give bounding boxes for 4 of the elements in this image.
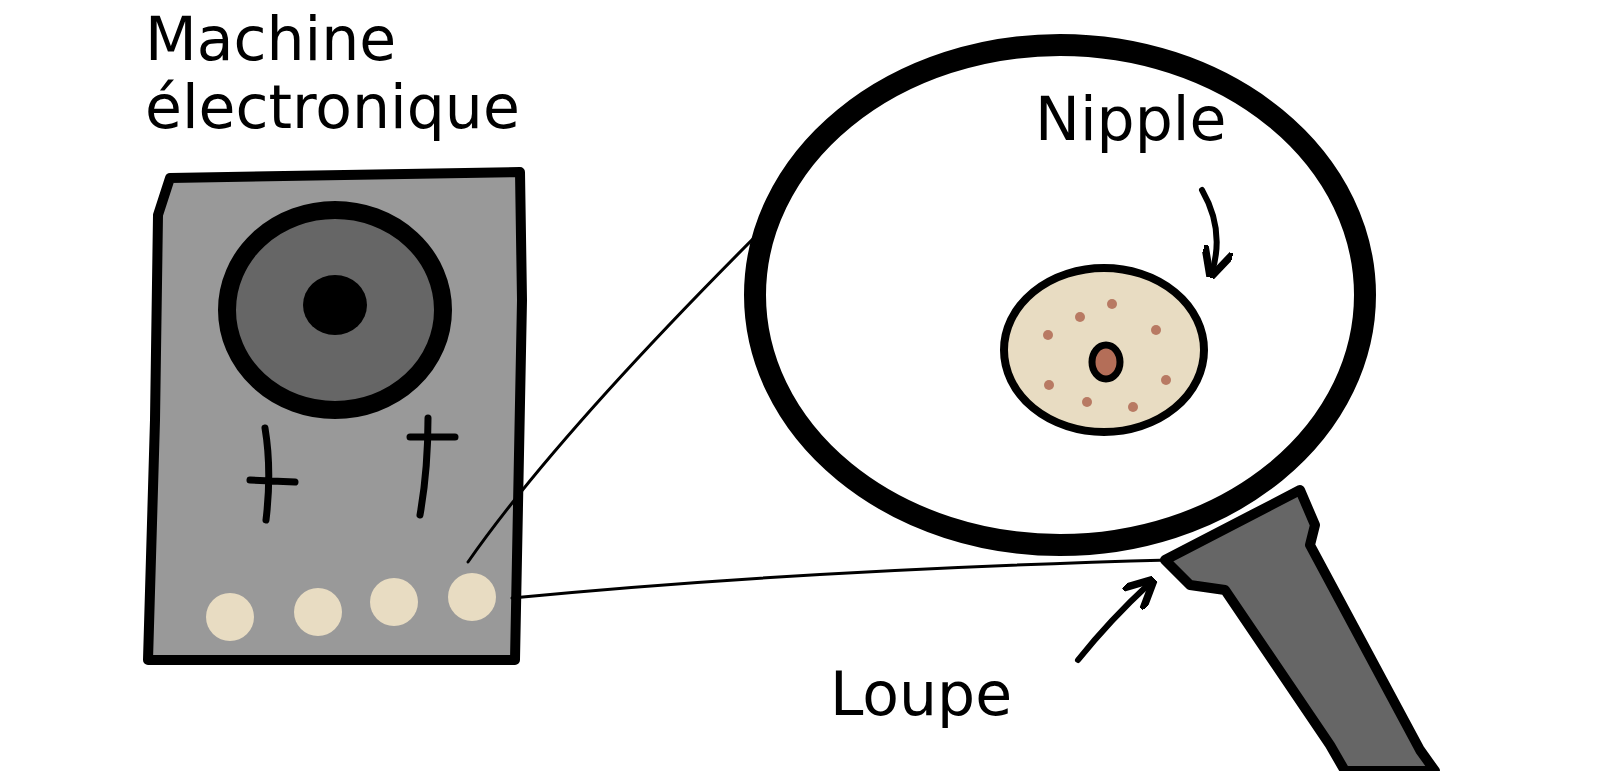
arrow bbox=[1075, 575, 1159, 663]
loupe-label: Loupe bbox=[830, 660, 1014, 728]
nipple-label: Nipple bbox=[1035, 85, 1228, 153]
machine-label: Machine électronique bbox=[145, 5, 521, 141]
